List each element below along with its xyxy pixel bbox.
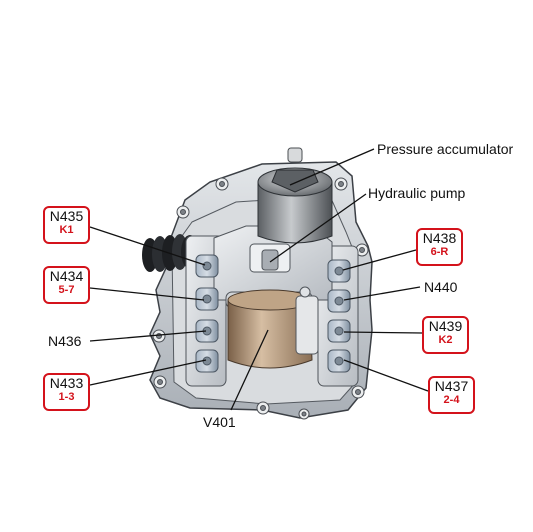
pump-motor-v401 [226, 287, 318, 368]
callout-n439: N439 K2 [422, 316, 469, 354]
callout-n435-sub: K1 [45, 224, 88, 237]
callout-n437: N437 2-4 [428, 376, 475, 414]
callout-n435: N435 K1 [43, 206, 90, 244]
callout-n438: N438 6-R [416, 228, 463, 266]
label-v401: V401 [203, 414, 236, 430]
callout-n438-sub: 6-R [418, 246, 461, 259]
label-n436: N436 [48, 333, 81, 349]
callout-n434-sub: 5-7 [45, 284, 88, 297]
callout-n435-code: N435 [45, 209, 88, 224]
callout-n433-code: N433 [45, 376, 88, 391]
callout-n434: N434 5-7 [43, 266, 90, 304]
callout-n439-sub: K2 [424, 334, 467, 347]
callout-n433: N433 1-3 [43, 373, 90, 411]
hydraulic-pump [250, 244, 290, 272]
label-hydraulic-pump: Hydraulic pump [368, 185, 465, 201]
callout-n433-sub: 1-3 [45, 391, 88, 404]
callout-n437-sub: 2-4 [430, 394, 473, 407]
callout-n438-code: N438 [418, 231, 461, 246]
callout-n434-code: N434 [45, 269, 88, 284]
callout-n439-code: N439 [424, 319, 467, 334]
callout-n437-code: N437 [430, 379, 473, 394]
label-pressure-accumulator: Pressure accumulator [377, 141, 513, 157]
label-n440: N440 [424, 279, 457, 295]
